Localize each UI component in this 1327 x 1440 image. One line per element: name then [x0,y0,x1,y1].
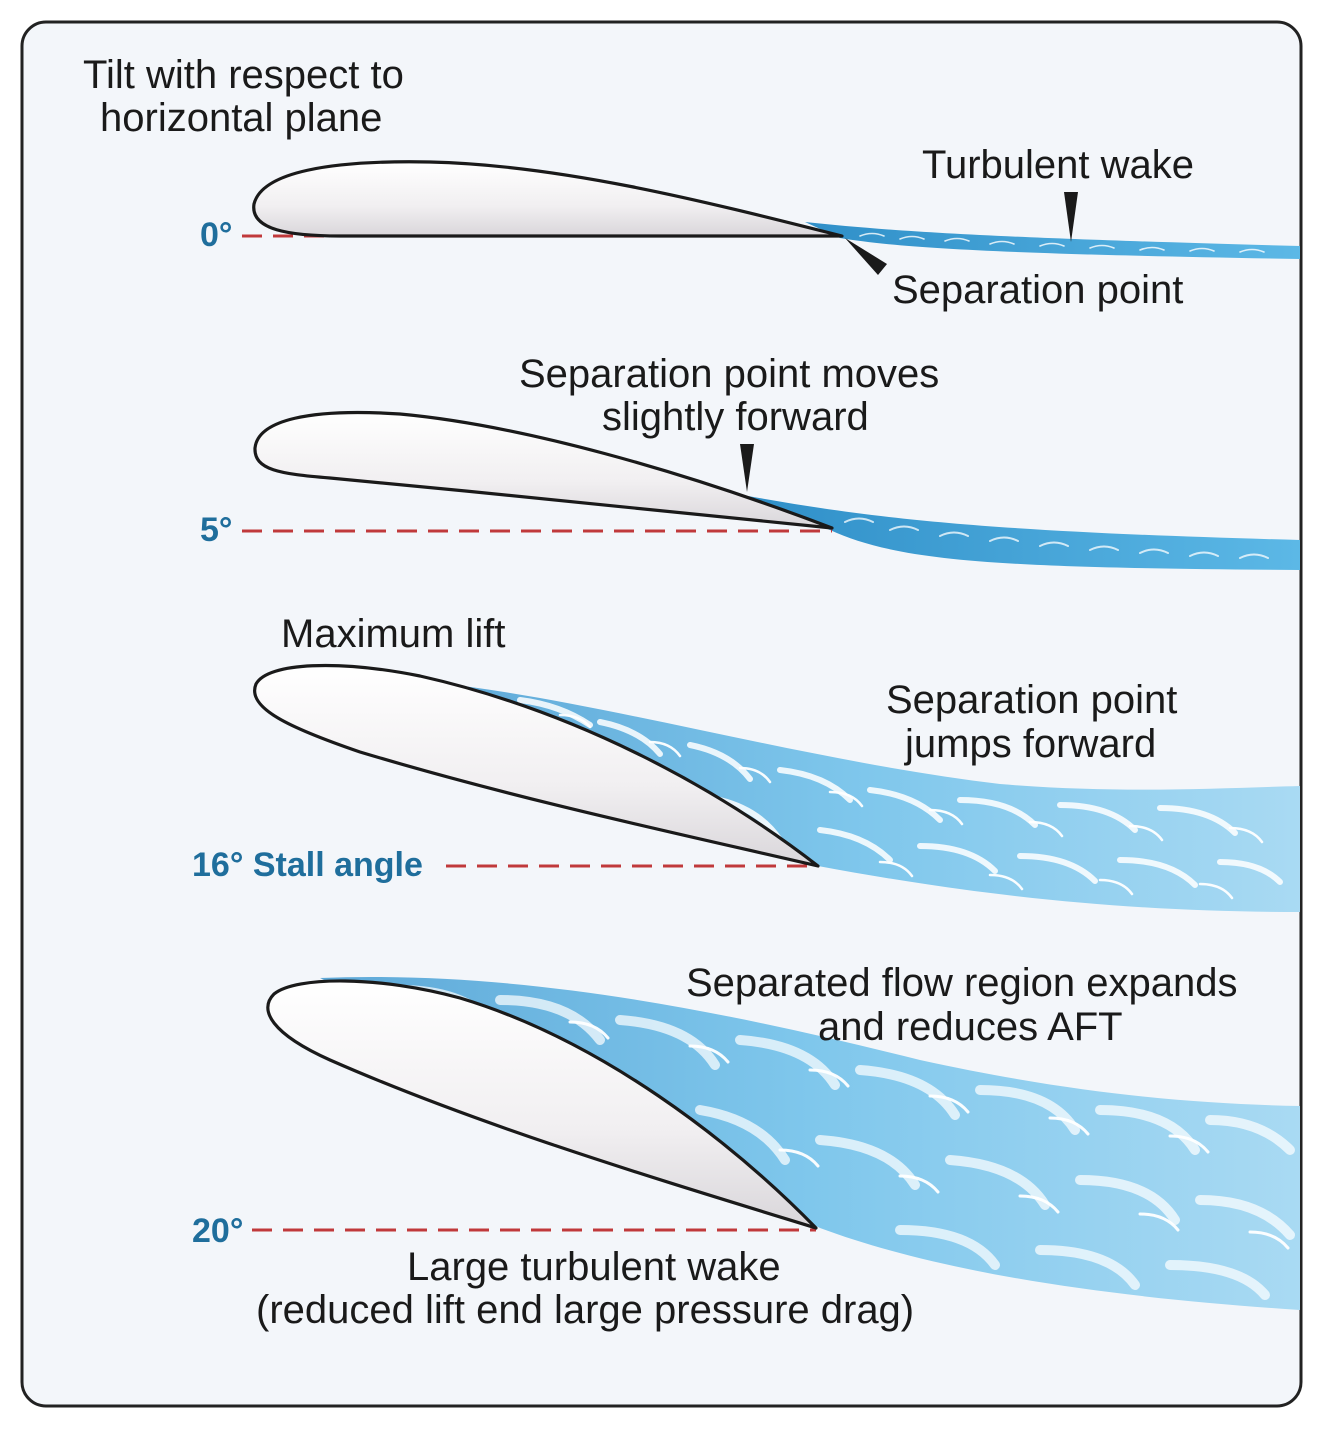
annotation-turbulent-wake: Turbulent wake [922,143,1194,187]
airfoil [266,979,818,1230]
angle-label: 20° [192,1212,243,1250]
pointer-arrow [740,444,754,492]
wake-swirls [844,517,1269,559]
wake-swirls [517,697,1283,888]
annotation-separation-point: Separation point [892,268,1183,312]
angle-label: 0° [200,216,233,254]
airfoil [253,410,834,530]
airfoil [252,160,844,238]
panel-0-degrees: 0° Turbulent wake Separation point [200,143,1300,312]
panel-16-degrees: 16° Stall angle Maximum lift Separation … [192,612,1300,912]
angle-label: 5° [200,511,233,549]
angle-label: 16° Stall angle [192,846,423,884]
airfoil [253,663,820,868]
annotation-large-turbulent-wake: Large turbulent wake(reduced lift end la… [256,1245,914,1332]
turbulent-wake [805,222,1300,259]
pointer-arrow [845,238,887,275]
wake-swirls [859,232,1265,253]
annotation-maximum-lift: Maximum lift [281,612,505,656]
pointer-arrow [1064,192,1078,242]
wake-swirls-fine [558,713,1264,900]
